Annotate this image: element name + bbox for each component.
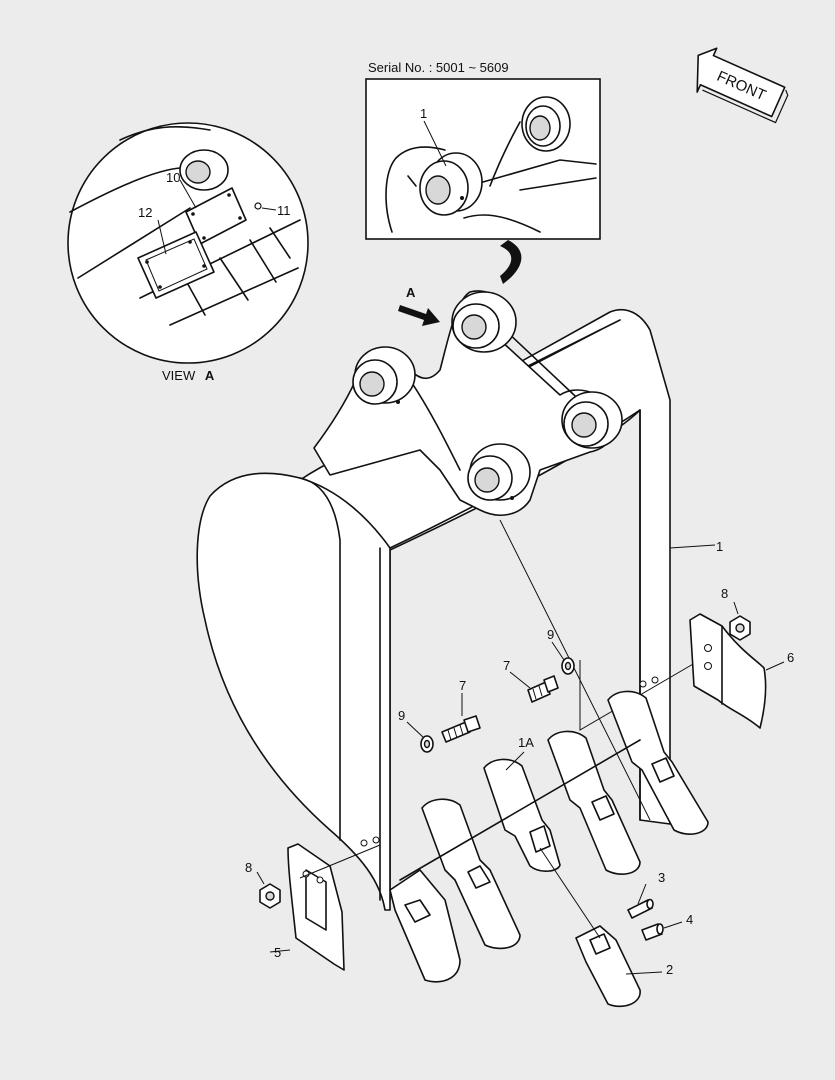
callout-6: 6 bbox=[787, 650, 794, 665]
tooth-2 bbox=[421, 798, 521, 950]
view-label-letter: A bbox=[205, 368, 215, 383]
callout-1a: 1A bbox=[518, 735, 534, 750]
washer-9-right bbox=[561, 657, 575, 675]
view-a-detail bbox=[67, 122, 309, 364]
serial-number-label: Serial No. : 5001 ~ 5609 bbox=[368, 60, 509, 75]
callout-3: 3 bbox=[658, 870, 665, 885]
nut-8-right bbox=[729, 615, 751, 641]
view-callout-10: 10 bbox=[166, 170, 180, 185]
callout-2: 2 bbox=[666, 962, 673, 977]
washer-9-left bbox=[420, 735, 434, 753]
callout-7-left: 7 bbox=[459, 678, 466, 693]
view-direction-arrow-icon bbox=[398, 305, 440, 326]
serial-inset-drawing bbox=[385, 96, 597, 233]
view-a-label: VIEW A bbox=[162, 368, 215, 383]
callout-9-left: 9 bbox=[398, 708, 405, 723]
callout-4: 4 bbox=[686, 912, 693, 927]
inset-callout-1: 1 bbox=[420, 106, 427, 121]
side-cutter-right bbox=[689, 613, 767, 729]
view-callout-11: 11 bbox=[277, 203, 291, 218]
teeth-group bbox=[389, 690, 709, 983]
view-callout-12: 12 bbox=[138, 205, 152, 220]
adapter-2 bbox=[575, 925, 641, 1008]
tooth-1a bbox=[483, 758, 561, 872]
pin-3 bbox=[627, 898, 654, 919]
tooth-5 bbox=[607, 690, 709, 835]
front-arrow-icon: FRONT bbox=[696, 47, 789, 124]
bolt-7-left bbox=[441, 715, 481, 743]
view-arrow-letter: A bbox=[406, 285, 416, 300]
callout-5: 5 bbox=[274, 945, 281, 960]
callout-7-right: 7 bbox=[503, 658, 510, 673]
inset-connector-arrow bbox=[500, 240, 522, 284]
callout-1: 1 bbox=[716, 539, 723, 554]
leader-lines bbox=[269, 641, 785, 975]
bolt-7-right bbox=[527, 675, 559, 703]
nut-8-left bbox=[259, 883, 281, 909]
view-label-word: VIEW bbox=[162, 368, 196, 383]
bucket-body bbox=[196, 290, 716, 911]
tooth-4 bbox=[547, 730, 641, 875]
callout-8-left: 8 bbox=[245, 860, 252, 875]
tooth-1 bbox=[389, 869, 461, 983]
callout-9-right: 9 bbox=[547, 627, 554, 642]
callout-8-right: 8 bbox=[721, 586, 728, 601]
lock-4 bbox=[641, 923, 664, 941]
side-cutter-left bbox=[287, 843, 381, 971]
